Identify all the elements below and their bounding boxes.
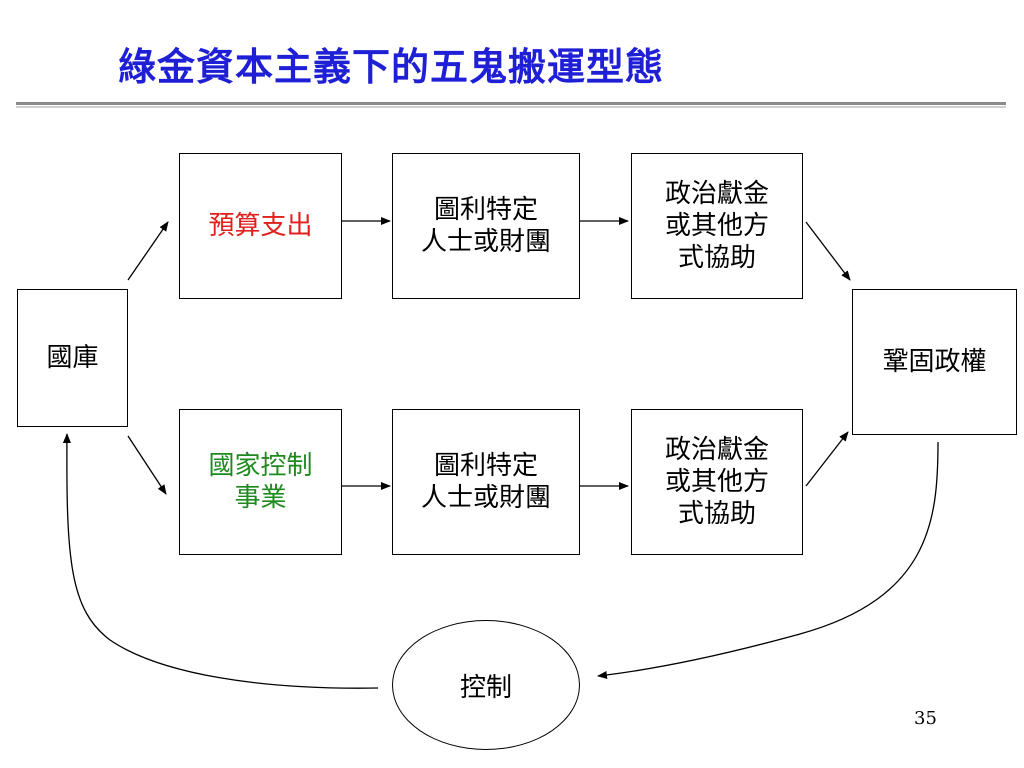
donation-top-line2: 或其他方 [664,211,769,241]
donation-top-line3: 式協助 [677,243,756,273]
title-divider-shadow [16,106,1006,108]
treasury-box: 國庫 [17,289,128,427]
state-enterprise-line1: 國家控制 [208,451,313,481]
arrow-control-to-treasury [62,433,379,689]
budget-label: 預算支出 [208,211,313,241]
control-ellipse: 控制 [392,620,580,750]
budget-box: 預算支出 [179,153,342,299]
state-enterprise-box: 國家控制 事業 [179,409,342,555]
benefit-top-line1: 圖利特定 [433,195,538,225]
donation-top-line1: 政治獻金 [664,179,769,209]
control-label: 控制 [459,672,512,703]
donation-top-box: 政治獻金 或其他方 式協助 [631,153,803,299]
benefit-top-box: 圖利特定 人士或財團 [392,153,580,299]
benefit-bottom-line2: 人士或財團 [420,483,551,513]
state-enterprise-line2: 事業 [234,483,287,513]
treasury-label: 國庫 [46,343,99,373]
page-title: 綠金資本主義下的五鬼搬運型態 [118,44,665,89]
arrow-treasury-to-enterprise [127,435,167,495]
donation-bottom-line1: 政治獻金 [664,435,769,465]
arrow-treasury-to-budget [127,221,169,281]
donation-bottom-box: 政治獻金 或其他方 式協助 [631,409,803,555]
benefit-bottom-box: 圖利特定 人士或財團 [392,409,580,555]
benefit-top-line2: 人士或財團 [420,227,551,257]
consolidate-power-label: 鞏固政權 [882,347,987,377]
arrow-consolidate-to-control [597,441,939,679]
title-divider [16,102,1006,105]
page-number: 35 [914,708,937,729]
benefit-bottom-line1: 圖利特定 [433,451,538,481]
arrow-donation-bottom-to-consolidate [805,431,849,487]
consolidate-power-box: 鞏固政權 [852,289,1017,435]
arrow-donation-top-to-consolidate [805,221,851,281]
donation-bottom-line3: 式協助 [677,499,756,529]
donation-bottom-line2: 或其他方 [664,467,769,497]
